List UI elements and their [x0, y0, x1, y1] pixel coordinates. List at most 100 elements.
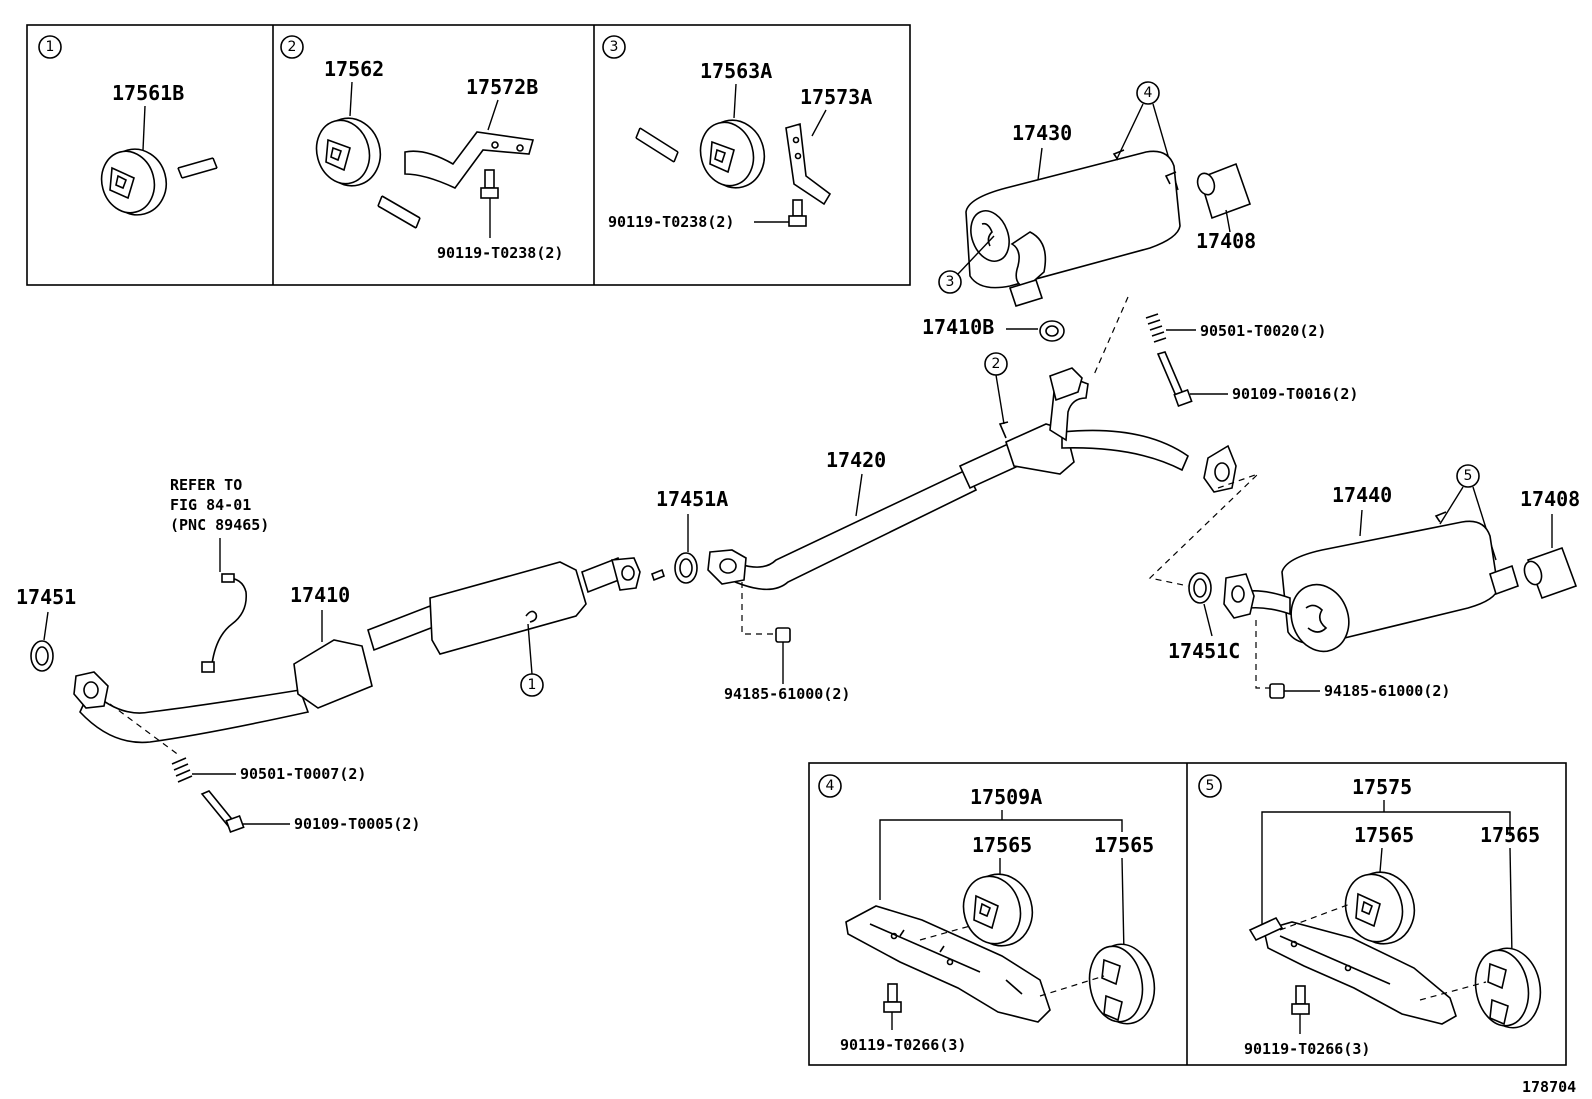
label-17562[interactable]: 17562	[324, 57, 384, 81]
bolt-90119-T0266-inset5-icon[interactable]	[1291, 985, 1310, 1015]
front-pipe-17410-icon[interactable]	[73, 556, 665, 744]
refer-note-line-2: FIG 84-01	[170, 496, 251, 514]
label-17573A[interactable]: 17573A	[800, 85, 872, 109]
gasket-17451C-group: 17451C	[1168, 572, 1240, 663]
bolt-90119-T0266-inset4-icon[interactable]	[883, 983, 902, 1013]
bolt-90109-T0016-icon[interactable]	[1156, 351, 1193, 408]
label-90119-T0238-inset3[interactable]: 90119-T0238(2)	[608, 213, 734, 231]
callout-3-muffler: 3	[938, 270, 962, 294]
bolt-90119-T0238-icon[interactable]	[480, 169, 499, 199]
refer-note-line-1: REFER TO	[170, 476, 242, 494]
label-90119-T0266-inset4[interactable]: 90119-T0266(3)	[840, 1036, 966, 1054]
tail-pipe-17408-right-group: 17408	[1520, 487, 1580, 600]
label-17430[interactable]: 17430	[1012, 121, 1072, 145]
label-17440[interactable]: 17440	[1332, 483, 1392, 507]
label-17509A[interactable]: 17509A	[970, 785, 1042, 809]
label-90109-T0016[interactable]: 90109-T0016(2)	[1232, 385, 1358, 403]
label-94185-61000-rear[interactable]: 94185-61000(2)	[1324, 682, 1450, 700]
muffler-17430-icon[interactable]	[964, 149, 1181, 307]
label-90501-T0020[interactable]: 90501-T0020(2)	[1200, 322, 1326, 340]
rear-hardware-group: 90501-T0020(2) 90109-T0016(2)	[1092, 296, 1358, 408]
label-90109-T0005[interactable]: 90109-T0005(2)	[294, 815, 420, 833]
hanger-17565-inset5-b-icon[interactable]	[1470, 943, 1547, 1032]
bolt-90119-T0238-inset3-icon[interactable]	[788, 199, 807, 227]
nut-94185-61000-rear-icon[interactable]	[1269, 683, 1285, 699]
label-17563A[interactable]: 17563A	[700, 59, 772, 83]
label-17410B[interactable]: 17410B	[922, 315, 994, 339]
callout-1-inset: 1	[38, 35, 62, 59]
nut-94185-61000-center-icon[interactable]	[775, 627, 791, 643]
figure-number: 178704	[1522, 1078, 1576, 1096]
callout-2-pipe-number: 2	[992, 356, 1001, 372]
tail-pipe-17408-top-icon[interactable]	[1195, 162, 1252, 220]
bracket-17575-icon[interactable]	[1248, 916, 1457, 1025]
label-17565-inset4-b[interactable]: 17565	[1094, 833, 1154, 857]
gasket-17451C-icon[interactable]	[1188, 572, 1212, 604]
gasket-17410B-icon[interactable]	[1039, 320, 1065, 342]
callout-5-top: 5	[1456, 464, 1480, 488]
hanger-17565-inset5-a-icon[interactable]	[1338, 865, 1422, 951]
bracket-17572B-icon[interactable]	[404, 131, 535, 190]
muffler-17430-group: 17430 4 3	[938, 81, 1181, 307]
bottom-insets-frame	[808, 762, 1567, 1066]
hanger-17565-inset4-a-icon[interactable]	[956, 867, 1040, 953]
hanger-17563A-icon[interactable]	[694, 113, 772, 194]
callout-1-inset-number: 1	[46, 39, 55, 55]
label-17572B[interactable]: 17572B	[466, 75, 538, 99]
tail-pipe-17408-right-icon[interactable]	[1521, 546, 1578, 600]
callout-2-inset: 2	[280, 35, 304, 59]
bolt-90109-T0005-icon[interactable]	[200, 790, 245, 834]
label-17565-inset5-a[interactable]: 17565	[1354, 823, 1414, 847]
label-17420[interactable]: 17420	[826, 448, 886, 472]
muffler-17440-group: 17440 5	[1223, 464, 1519, 660]
bracket-17509A-icon[interactable]	[845, 905, 1051, 1023]
callout-4-inset: 4	[818, 774, 842, 798]
label-17408-right[interactable]: 17408	[1520, 487, 1580, 511]
callout-2-inset-number: 2	[288, 39, 297, 55]
inset-1: 1 17561B	[38, 35, 218, 221]
callout-3-muffler-number: 3	[946, 274, 955, 290]
label-90501-T0007[interactable]: 90501-T0007(2)	[240, 765, 366, 783]
gasket-17451A-group: 17451A	[656, 487, 728, 584]
spring-90501-T0020-icon[interactable]	[1145, 313, 1167, 343]
callout-5-inset: 5	[1198, 774, 1222, 798]
inset-2: 2 17562 17572B 90119-T0238(2)	[280, 35, 563, 262]
callout-1-pipe-number: 1	[528, 677, 537, 693]
front-hardware-group: 90501-T0007(2) 90109-T0005(2)	[171, 757, 420, 834]
callout-2-pipe: 2	[984, 352, 1008, 376]
spring-90501-T0007-icon[interactable]	[171, 757, 193, 783]
label-17561B[interactable]: 17561B	[112, 81, 184, 105]
label-17410[interactable]: 17410	[290, 583, 350, 607]
top-insets-frame	[26, 24, 911, 286]
label-17565-inset4-a[interactable]: 17565	[972, 833, 1032, 857]
bracket-17573A-icon[interactable]	[785, 122, 832, 206]
inset-4: 4 17509A 17565 17565	[818, 774, 1161, 1054]
callout-3-inset-number: 3	[610, 39, 619, 55]
label-94185-61000-center[interactable]: 94185-61000(2)	[724, 685, 850, 703]
callout-5-inset-number: 5	[1206, 778, 1215, 794]
hanger-17561B-icon[interactable]	[95, 142, 174, 221]
label-17575[interactable]: 17575	[1352, 775, 1412, 799]
refer-note-line-3[interactable]: (PNC 89465)	[170, 516, 269, 534]
muffler-17440-icon[interactable]	[1223, 511, 1519, 660]
hanger-17562-icon[interactable]	[310, 111, 388, 192]
label-17451C[interactable]: 17451C	[1168, 639, 1240, 663]
gasket-17451-group: 17451	[16, 585, 76, 672]
gasket-17451A-icon[interactable]	[674, 552, 698, 584]
callout-5-top-number: 5	[1464, 468, 1473, 484]
label-17451A[interactable]: 17451A	[656, 487, 728, 511]
gasket-17451-icon[interactable]	[30, 640, 54, 672]
label-17408-top[interactable]: 17408	[1196, 229, 1256, 253]
label-17565-inset5-b[interactable]: 17565	[1480, 823, 1540, 847]
label-90119-T0266-inset5[interactable]: 90119-T0266(3)	[1244, 1040, 1370, 1058]
hanger-17565-inset4-b-icon[interactable]	[1084, 939, 1161, 1028]
front-pipe-17410-group: 17410 1	[73, 556, 665, 757]
inset-5: 5 17575 17565 17565	[1198, 774, 1547, 1058]
callout-4-inset-number: 4	[826, 778, 835, 794]
gasket-17410B-group: 17410B	[922, 315, 1065, 342]
oxygen-sensor-icon[interactable]	[201, 573, 248, 673]
label-90119-T0238-inset2[interactable]: 90119-T0238(2)	[437, 244, 563, 262]
center-pipe-17420-icon[interactable]	[707, 367, 1237, 591]
label-17451[interactable]: 17451	[16, 585, 76, 609]
